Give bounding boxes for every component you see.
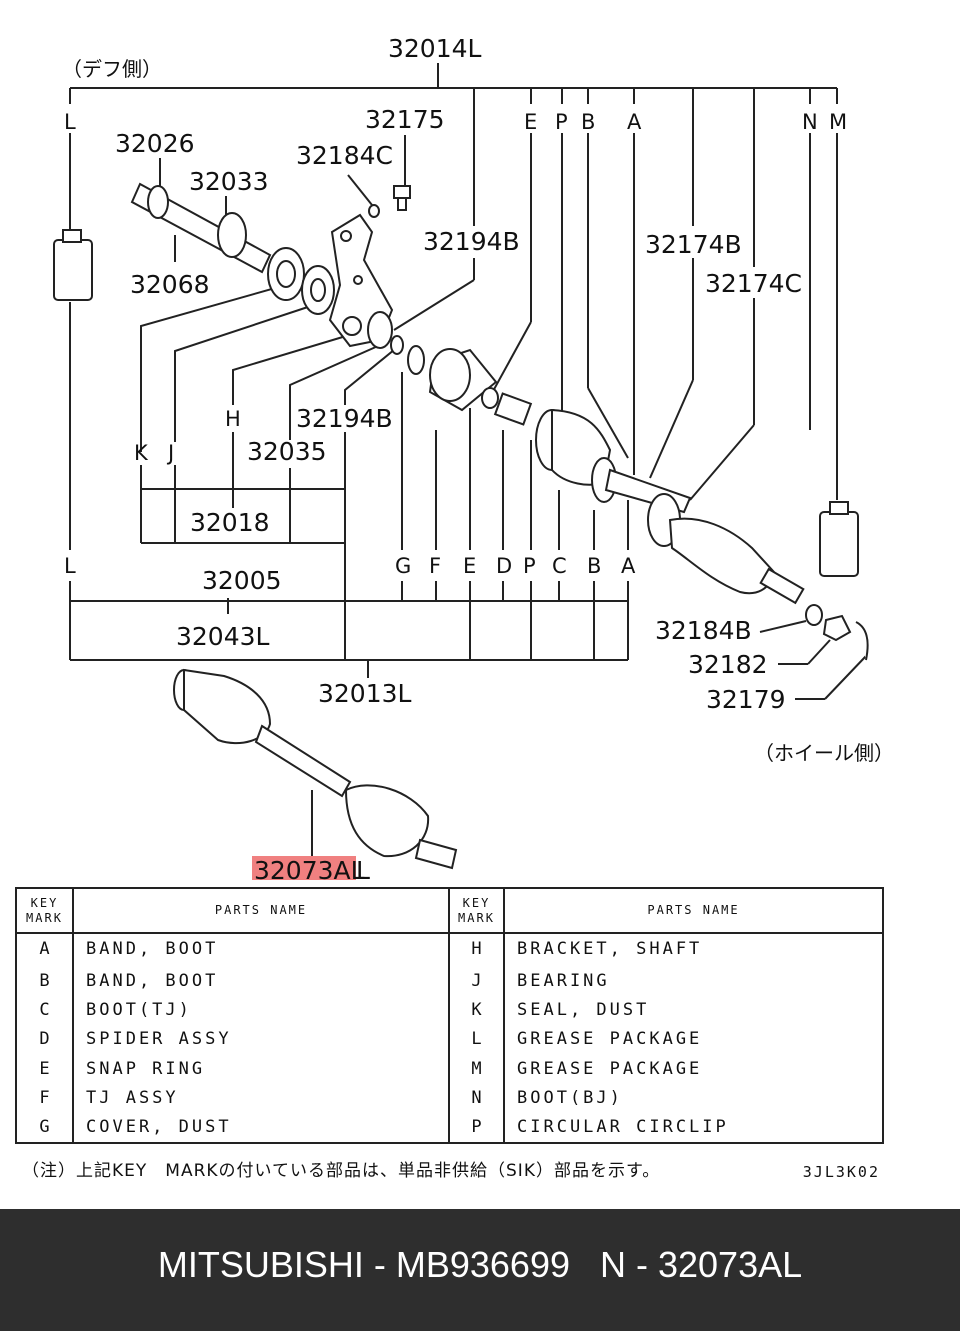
part-32194B-top: 32194B xyxy=(423,227,520,256)
mark-top-b: B xyxy=(581,110,595,134)
part-name: TJ ASSY xyxy=(73,1083,450,1113)
mark-bottom-d: D xyxy=(496,554,512,578)
part-name: CIRCULAR CIRCLIP xyxy=(504,1112,884,1143)
boot-bj-icon xyxy=(668,517,869,661)
key-mark: F xyxy=(16,1083,74,1113)
mark-top-l: L xyxy=(64,110,76,134)
part-32013L: 32013L xyxy=(318,679,412,708)
key-mark: A xyxy=(16,933,74,964)
part-32026: 32026 xyxy=(115,129,195,158)
table-row: F TJ ASSY N BOOT(BJ) xyxy=(16,1083,884,1113)
grease-package-icon xyxy=(53,229,859,577)
key-mark: H xyxy=(449,933,505,964)
header-parts-name: PARTS NAME xyxy=(73,888,450,934)
table-row: D SPIDER ASSY L GREASE PACKAGE xyxy=(16,1024,884,1055)
drive-shaft-assy-icon xyxy=(173,668,458,870)
key-mark: L xyxy=(449,1024,505,1055)
mark-top-e: E xyxy=(524,110,537,134)
header-key-mark: KEY MARK xyxy=(16,888,74,934)
inner-shaft-icon xyxy=(130,182,335,315)
part-32033: 32033 xyxy=(189,167,269,196)
key-mark: N xyxy=(449,1083,505,1113)
mark-bottom-c: C xyxy=(552,554,567,578)
diff-side-label: （デフ側） xyxy=(62,57,162,81)
key-mark: P xyxy=(449,1112,505,1143)
mark-bottom-g: G xyxy=(395,554,411,578)
part-32174C: 32174C xyxy=(705,269,802,298)
part-32073AL: 32073AL xyxy=(254,856,365,880)
mark-left-k: K xyxy=(134,441,149,465)
part-32073AL-suffix: L xyxy=(356,856,370,880)
part-name: BEARING xyxy=(504,963,884,996)
part-32175: 32175 xyxy=(365,105,445,134)
mark-bottom-p: P xyxy=(523,554,536,578)
key-mark: E xyxy=(16,1054,74,1084)
exploded-parts-diagram: （デフ側） 32014L 32175 32026 32184C 32033 32… xyxy=(53,34,894,880)
part-32194B-mid: 32194B xyxy=(296,404,393,433)
part-name: GREASE PACKAGE xyxy=(504,1054,884,1084)
mark-bottom-b: B xyxy=(587,554,601,578)
wheel-side-label: （ホイール側） xyxy=(754,741,894,765)
header-parts-name-2: PARTS NAME xyxy=(504,888,884,934)
key-mark: D xyxy=(16,1024,74,1055)
bolt-icon xyxy=(368,185,411,218)
mark-top-n: N xyxy=(802,110,818,134)
key-mark: G xyxy=(16,1112,74,1143)
header-key-mark-2: KEY MARK xyxy=(449,888,505,934)
table-row: C BOOT(TJ) K SEAL, DUST xyxy=(16,995,884,1025)
boot-tj-icon xyxy=(535,408,692,547)
part-name: BAND, BOOT xyxy=(73,933,450,964)
mark-bottom-a: A xyxy=(621,554,636,578)
part-32179: 32179 xyxy=(706,685,786,714)
table-row: E SNAP RING M GREASE PACKAGE xyxy=(16,1054,884,1084)
mark-left-j: J xyxy=(166,441,174,465)
tj-housing-icon xyxy=(428,348,533,426)
mark-bottom-e: E xyxy=(463,554,476,578)
part-32184B: 32184B xyxy=(655,616,752,645)
part-32043L: 32043L xyxy=(176,622,270,651)
parts-table: KEY MARK PARTS NAME KEY MARK PARTS NAME … xyxy=(15,887,884,1144)
footer-bar: MITSUBISHI - MB936699 N - 32073AL xyxy=(0,1209,960,1331)
table-header-row: KEY MARK PARTS NAME KEY MARK PARTS NAME xyxy=(16,888,884,934)
part-name: SPIDER ASSY xyxy=(73,1024,450,1055)
part-32035: 32035 xyxy=(247,437,327,466)
key-mark: B xyxy=(16,963,74,996)
mark-top-p: P xyxy=(555,110,568,134)
part-name: BAND, BOOT xyxy=(73,963,450,996)
part-32184C: 32184C xyxy=(296,141,393,170)
footer-title: MITSUBISHI - MB936699 N - 32073AL xyxy=(157,1244,803,1285)
table-row: G COVER, DUST P CIRCULAR CIRCLIP xyxy=(16,1112,884,1143)
part-32018: 32018 xyxy=(190,508,270,537)
key-mark: C xyxy=(16,995,74,1025)
key-mark: M xyxy=(449,1054,505,1084)
part-name: BOOT(TJ) xyxy=(73,995,450,1025)
part-name: BOOT(BJ) xyxy=(504,1083,884,1113)
part-32182: 32182 xyxy=(688,650,768,679)
table-row: A BAND, BOOT H BRACKET, SHAFT xyxy=(16,933,884,964)
mark-top-m: M xyxy=(829,110,847,134)
shaft-bracket-icon xyxy=(328,213,425,375)
part-32174B: 32174B xyxy=(645,230,742,259)
table-row: B BAND, BOOT J BEARING xyxy=(16,963,884,996)
mark-bottom-l: L xyxy=(64,554,76,578)
part-32014L: 32014L xyxy=(388,34,482,63)
part-name: SEAL, DUST xyxy=(504,995,884,1025)
mark-bottom-f: F xyxy=(429,554,441,578)
mark-left-h: H xyxy=(225,407,241,431)
part-32005: 32005 xyxy=(202,566,282,595)
part-name: COVER, DUST xyxy=(73,1112,450,1143)
key-mark: J xyxy=(449,963,505,996)
part-name: BRACKET, SHAFT xyxy=(504,933,884,964)
part-name: GREASE PACKAGE xyxy=(504,1024,884,1055)
highlight-box xyxy=(252,856,356,880)
drawing-code: 3JL3K02 xyxy=(802,1163,880,1181)
part-32068: 32068 xyxy=(130,270,210,299)
mark-top-a: A xyxy=(627,110,642,134)
key-mark: K xyxy=(449,995,505,1025)
part-name: SNAP RING xyxy=(73,1054,450,1084)
footnote: （注）上記KEY MARKの付いている部品は、単品非供給（SIK）部品を示す。 xyxy=(22,1161,661,1181)
